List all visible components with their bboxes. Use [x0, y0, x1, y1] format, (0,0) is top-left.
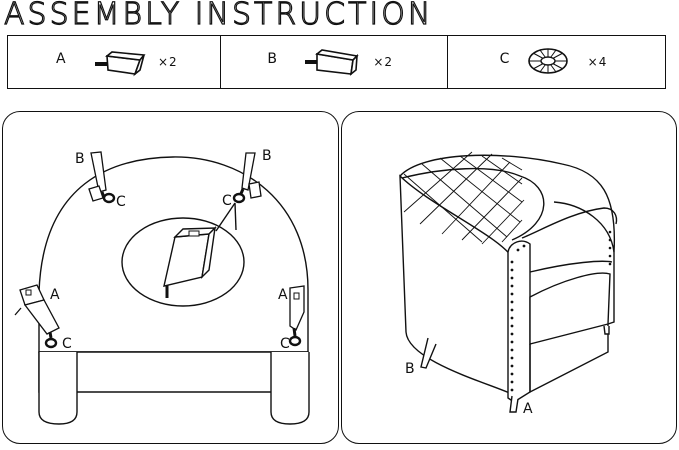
chair-leg-b — [420, 337, 437, 369]
label-a-chair: A — [523, 401, 533, 417]
part-a-letter: A — [56, 51, 66, 67]
label-a-left: A — [50, 287, 60, 303]
label-c-bottom-left: C — [62, 336, 72, 352]
chair-backrest — [399, 154, 616, 325]
part-c-quantity: ×4 — [587, 55, 608, 69]
part-c-letter: C — [499, 51, 510, 67]
detail-leg-icon — [163, 226, 217, 298]
part-a-cell: A ×2 — [8, 36, 222, 88]
label-c-bottom-right: C — [280, 336, 290, 352]
part-a-quantity: ×2 — [158, 55, 178, 69]
page-title: ASSEMBLY INSTRUCTION — [3, 0, 434, 32]
leg-b-top-left-icon — [88, 151, 116, 204]
washer-c-icon — [527, 48, 568, 74]
leg-a-left-icon — [14, 284, 60, 349]
front-leg-left — [38, 352, 78, 425]
quilted-pattern — [403, 151, 525, 245]
leg-b-icon — [305, 49, 360, 76]
underside-diagram: B C B C A C A C — [14, 148, 310, 425]
nailhead-trim — [510, 230, 612, 392]
front-rail — [38, 351, 309, 393]
label-b-top-right: B — [262, 148, 272, 164]
chair-seat — [529, 272, 611, 345]
assembled-chair-diagram: B A — [399, 151, 618, 417]
label-c-top-left: C — [116, 194, 126, 210]
right-panel-assembled-chair: B A — [341, 111, 677, 444]
part-b-quantity: ×2 — [373, 55, 394, 69]
chair-leg-a — [509, 395, 519, 413]
chair-front-arm — [507, 240, 531, 403]
part-c-cell: C ×4 — [448, 36, 665, 88]
part-b-letter: B — [267, 51, 277, 67]
left-panel-underside: B C B C A C A C — [2, 111, 339, 444]
front-leg-right — [270, 352, 310, 425]
part-b-cell: B ×2 — [221, 36, 448, 88]
label-b-chair: B — [405, 361, 415, 377]
chair-leg-back — [603, 325, 610, 335]
leg-b-top-right-icon — [232, 152, 262, 204]
leg-a-right-icon — [288, 285, 305, 347]
label-b-top-left: B — [75, 151, 85, 167]
label-c-top-right: C — [222, 193, 232, 209]
label-a-right: A — [278, 287, 288, 303]
parts-list: A ×2 B ×2 C ×4 — [7, 35, 666, 89]
leg-a-icon — [95, 51, 146, 77]
